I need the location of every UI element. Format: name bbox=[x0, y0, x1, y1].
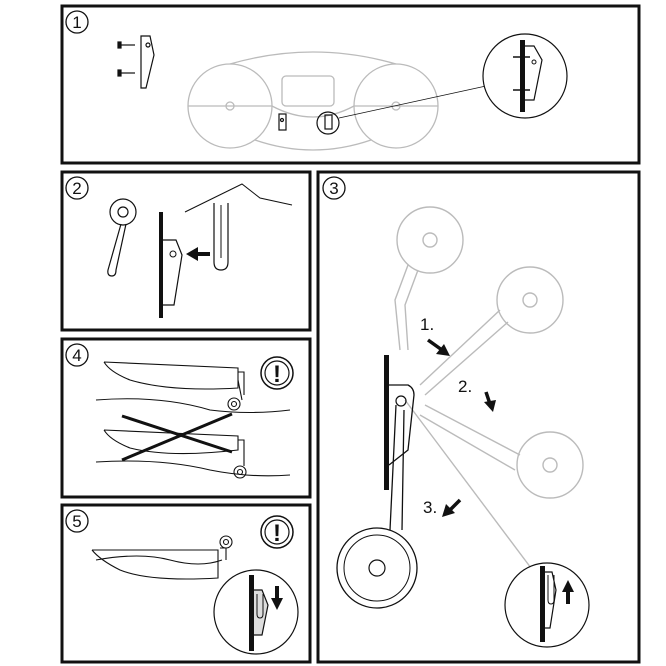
panel-1-frame bbox=[60, 4, 641, 165]
warning-icon-panel-4: ! bbox=[260, 356, 294, 390]
arrow-left-icon bbox=[186, 247, 198, 261]
panel-2-number: 2 bbox=[72, 179, 81, 198]
mounting-height-illustration bbox=[91, 535, 233, 580]
panel-frames bbox=[60, 4, 641, 664]
panel-1-badge bbox=[65, 10, 89, 34]
parts-bolts-and-bracket bbox=[117, 35, 155, 89]
training-wheel-arm bbox=[107, 198, 137, 277]
panel-2-badge bbox=[65, 176, 89, 200]
panel-4-number: 4 bbox=[72, 346, 81, 365]
incorrect-mounting-illustration bbox=[95, 429, 291, 479]
zoom-detail-lock-panel-5 bbox=[213, 569, 299, 655]
panel-2-frame bbox=[60, 170, 312, 332]
panel-3-number: 3 bbox=[329, 179, 338, 198]
panel-3-badge bbox=[322, 176, 346, 200]
warning-symbol: ! bbox=[273, 361, 281, 388]
frame-and-wheel-panel-3 bbox=[336, 355, 418, 609]
panel-5-number: 5 bbox=[72, 512, 81, 531]
panel-1-number: 1 bbox=[72, 13, 81, 32]
panel-5-badge bbox=[65, 509, 89, 533]
arrow-down-left-icon bbox=[448, 498, 462, 512]
panel-3-frame bbox=[316, 170, 641, 664]
step-2-label: 2. bbox=[458, 377, 472, 396]
panel-4-badge bbox=[65, 343, 89, 367]
bracket-location-marks bbox=[278, 85, 487, 135]
arrow-down-icon bbox=[271, 598, 283, 610]
warning-symbol: ! bbox=[273, 520, 281, 547]
panel-4-frame bbox=[60, 337, 312, 499]
arrow-up-icon bbox=[562, 580, 574, 592]
frame-and-bracket-panel-2 bbox=[159, 183, 293, 318]
zoom-detail-lock-panel-3 bbox=[504, 562, 590, 648]
step-1-label: 1. bbox=[420, 315, 434, 334]
bike-rear-view-outline bbox=[187, 51, 439, 151]
zoom-detail-bracket-panel-1 bbox=[482, 33, 568, 119]
panel-5-frame bbox=[60, 503, 312, 664]
correct-mounting-illustration bbox=[95, 361, 291, 414]
warning-icon-panel-5: ! bbox=[260, 515, 294, 549]
faded-wheel-positions bbox=[394, 206, 584, 581]
step-3-label: 3. bbox=[423, 498, 437, 517]
arrow-down-right-icon bbox=[426, 338, 444, 352]
cross-out-icon bbox=[121, 412, 233, 462]
